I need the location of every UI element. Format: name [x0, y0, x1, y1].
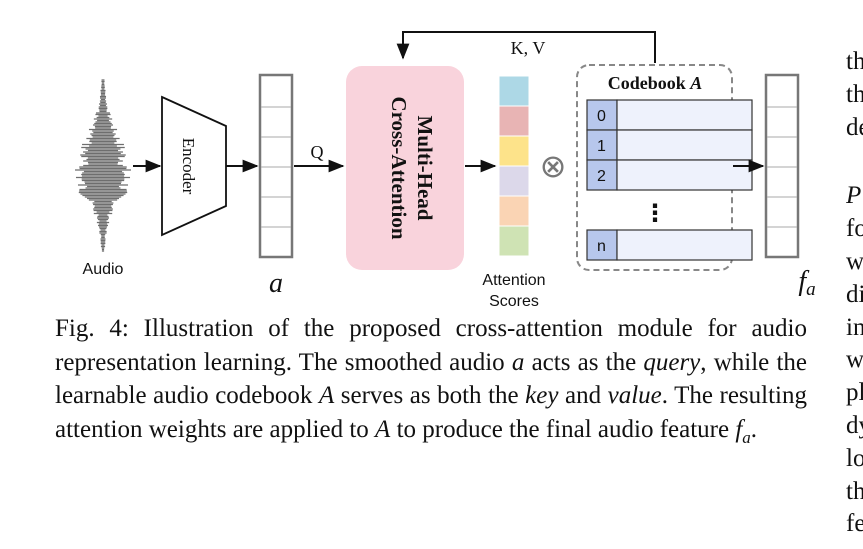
attention-scores-label-line1: Attention	[482, 272, 545, 289]
codebook-vector-cell	[616, 99, 753, 131]
column-text-line: w	[846, 346, 863, 374]
column-text-line: th	[846, 477, 863, 505]
encoder-block	[161, 95, 227, 237]
attention-scores-column	[498, 75, 530, 257]
column-text-line: fe	[846, 510, 863, 538]
attention-score-cell	[498, 75, 530, 107]
output-label: fa	[798, 266, 815, 300]
column-text-line: th	[846, 48, 863, 75]
a-label: a	[269, 268, 283, 299]
attention-score-cell	[498, 195, 530, 227]
column-text-line: pl	[846, 379, 863, 407]
codebook-entries: 0 1 2 n	[586, 99, 753, 261]
column-text-line: dy	[846, 411, 863, 439]
multiply-icon: ⊗	[540, 148, 567, 184]
codebook-index-label: 1	[597, 138, 606, 155]
codebook-index-cell	[586, 129, 618, 161]
encoder-label: Encoder	[179, 138, 198, 195]
attention-scores-label-line2: Scores	[489, 293, 539, 310]
figure-caption: Fig. 4: Illustration of the proposed cro…	[55, 315, 807, 447]
audio-waveform-icon	[75, 79, 131, 252]
column-text-line: P	[846, 182, 862, 210]
smoothed-audio-vector	[258, 73, 294, 259]
codebook-index-label: n	[597, 238, 606, 255]
codebook-title: Codebook A	[608, 73, 703, 93]
attention-score-cell	[498, 105, 530, 137]
column-text-line: th	[846, 80, 863, 108]
adjacent-column-text: th th de Pfo w di in w pl dy lo th fe	[846, 46, 863, 541]
column-text-line: lo	[846, 444, 863, 472]
architecture-diagram: Audio Encoder a Q Multi-Head Cross-Atten…	[75, 31, 816, 310]
kv-label: K, V	[511, 38, 546, 58]
codebook-vector-cell	[616, 129, 753, 161]
attention-score-cell	[498, 135, 530, 167]
cross-attention-block	[346, 66, 464, 270]
arrow-key-value-feedback	[396, 31, 656, 63]
codebook-index-label: 0	[597, 108, 606, 125]
column-text-line: in	[846, 313, 863, 341]
cross-attention-label-line2: Cross-Attention	[387, 96, 411, 239]
column-text-line: fo	[846, 215, 863, 243]
codebook-ellipsis: ⋮	[643, 200, 667, 227]
column-text-line: w	[846, 247, 863, 275]
codebook-vector-cell	[616, 159, 753, 191]
audio-label: Audio	[83, 261, 124, 278]
attention-score-cell	[498, 165, 530, 197]
output-feature-vector	[764, 73, 800, 259]
codebook-vector-cell	[616, 229, 753, 261]
codebook-index-cell	[586, 229, 618, 261]
attention-score-cell	[498, 225, 530, 257]
column-text-line: di	[846, 280, 863, 308]
cross-attention-label-line1: Multi-Head	[413, 116, 437, 221]
column-text-line: de	[846, 113, 863, 141]
codebook-index-label: 2	[597, 168, 606, 185]
q-label: Q	[311, 142, 324, 162]
